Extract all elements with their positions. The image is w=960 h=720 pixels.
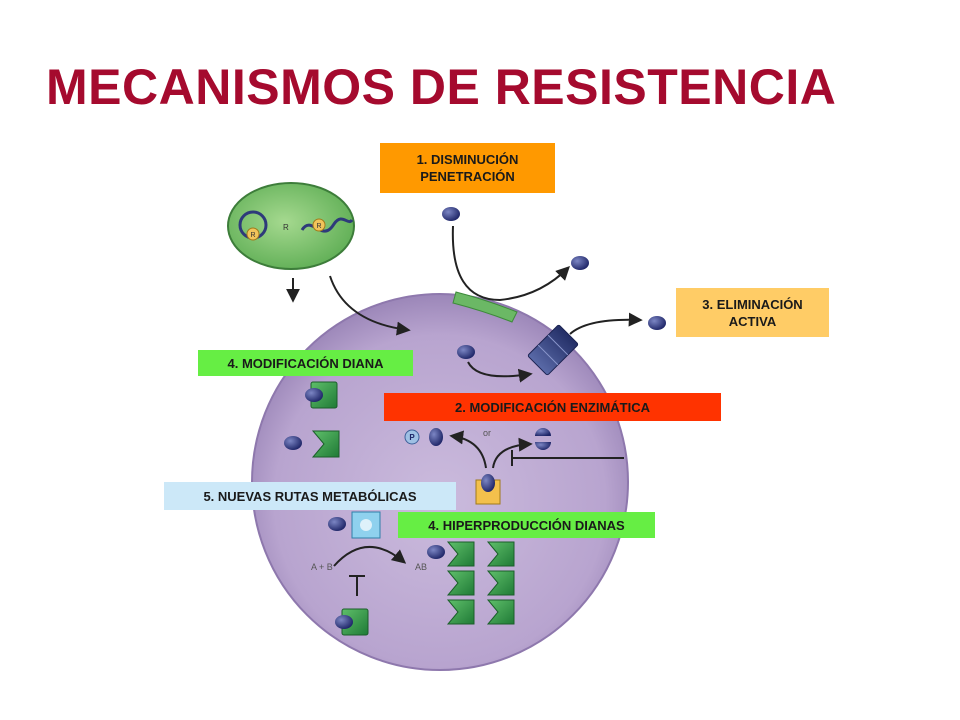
arrow-efflux bbox=[569, 312, 643, 335]
antibiotic-molecule bbox=[571, 256, 589, 270]
enzyme-pocket bbox=[360, 519, 372, 531]
label-target-overproduction: 4. HIPERPRODUCCIÓN DIANAS bbox=[398, 512, 655, 538]
phosphate-group bbox=[404, 429, 420, 445]
target-bound bbox=[335, 608, 369, 636]
arrow-to-pump bbox=[467, 361, 533, 383]
modified-target bbox=[311, 430, 340, 458]
arrow-deflected bbox=[451, 225, 570, 302]
enzyme-bound-antibiotic bbox=[481, 474, 495, 492]
antibiotic-molecule bbox=[427, 545, 445, 559]
label-enzymatic-modification: 2. MODIFICACIÓN ENZIMÁTICA bbox=[384, 393, 721, 421]
label-active-elimination: 3. ELIMINACIÓN ACTIVA bbox=[676, 288, 829, 337]
label-active-elimination-line2: ACTIVA bbox=[728, 313, 777, 329]
antibiotic-molecule bbox=[457, 345, 475, 359]
antibiotic-molecule bbox=[328, 517, 346, 531]
target-bound bbox=[305, 381, 338, 409]
label-penetration-line1: 1. DISMINUCIÓN bbox=[416, 152, 519, 167]
or-label: or bbox=[483, 428, 491, 438]
reaction-product: AB bbox=[415, 562, 427, 572]
label-penetration-line2: PENETRACIÓN bbox=[420, 169, 515, 184]
resistance-gene-label: R bbox=[283, 223, 289, 232]
inhibition-bar bbox=[349, 575, 365, 596]
efflux-pump bbox=[527, 324, 579, 376]
modified-antibiotic bbox=[429, 428, 443, 446]
antibiotic-molecule bbox=[648, 316, 666, 330]
cleaved-antibiotic bbox=[535, 428, 551, 450]
reaction-substrates: A + B bbox=[311, 562, 333, 572]
resistance-gene-label: R bbox=[316, 223, 321, 230]
chromosome-strand bbox=[300, 217, 354, 233]
overproduced-targets bbox=[446, 541, 515, 625]
label-active-elimination-line1: 3. ELIMINACIÓN bbox=[702, 296, 803, 312]
arrow-enzyme-left bbox=[449, 430, 487, 469]
page-title: MECANISMOS DE RESISTENCIA bbox=[46, 59, 837, 115]
arrow-reaction bbox=[333, 546, 407, 567]
porin-channel bbox=[452, 291, 518, 323]
label-new-pathways: 5. NUEVAS RUTAS METABÓLICAS bbox=[164, 482, 456, 510]
resistance-gene-label: R bbox=[250, 232, 255, 239]
bacterium: R R R bbox=[227, 182, 355, 270]
arrow-enzyme-right bbox=[492, 437, 533, 469]
label-penetration: 1. DISMINUCIÓN PENETRACIÓN bbox=[380, 143, 555, 193]
antibiotic-molecule bbox=[442, 207, 460, 221]
antibiotic-molecule bbox=[284, 436, 302, 450]
label-target-modification: 4. MODIFICACIÓN DIANA bbox=[198, 350, 413, 376]
phosphate-label: P bbox=[409, 433, 415, 442]
inhibition-line bbox=[511, 450, 624, 466]
arrow-transfer bbox=[329, 275, 411, 336]
